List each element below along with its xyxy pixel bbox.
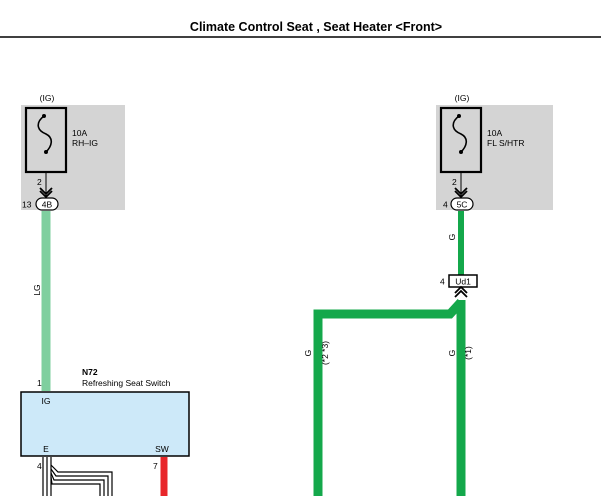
left-fuse-supply-label: (IG) <box>40 93 55 103</box>
component-pin-ig-number: 1 <box>37 378 42 388</box>
junction-connector-pin: 4 <box>440 277 445 287</box>
right-fuse-panel <box>436 105 553 210</box>
wire-lg-label: LG <box>32 284 42 295</box>
left-connector-badge <box>35 197 59 211</box>
left-fuse-icon-dot-top <box>42 114 46 118</box>
right-fuse-icon-dot-top <box>457 114 461 118</box>
left-connector-pin: 13 <box>22 200 32 210</box>
wire-e-strand-7 <box>50 476 101 496</box>
left-fuse-name: RH–IG <box>72 138 98 148</box>
right-fuse-pin-top: 2 <box>452 177 457 187</box>
left-fuse-rating: 10A <box>72 128 87 138</box>
component-pin-e: E <box>43 444 49 454</box>
left-fuse-pin-top: 2 <box>37 177 42 187</box>
junction-chevron-icon <box>454 285 468 294</box>
right-fuse-icon <box>452 115 468 153</box>
wire-g-upper-label: G <box>447 234 457 241</box>
right-fuse-supply-label: (IG) <box>455 93 470 103</box>
junction-connector-name: Ud1 <box>455 277 471 287</box>
component-pin-sw-number: 7 <box>153 461 158 471</box>
wire-g-left-note: (*2 *3) <box>320 341 330 365</box>
wire-g-right-label: G <box>447 350 457 357</box>
component-id: N72 <box>82 367 98 377</box>
component-name: Refreshing Seat Switch <box>82 378 171 388</box>
left-fuse-panel <box>21 105 125 210</box>
junction-chevron-icon-2 <box>454 289 468 298</box>
left-fuse-block: (IG) 10A RH–IG 2 4B 13 <box>21 93 125 211</box>
wire-e-strand-4 <box>50 464 113 496</box>
wire-e-shielded-bundle <box>42 457 113 496</box>
diagram-title: Climate Control Seat , Seat Heater <Fron… <box>190 20 442 34</box>
right-connector-pin: 4 <box>443 200 448 210</box>
right-connector-chevron-icon <box>454 187 468 196</box>
right-fuse-name: FL S/HTR <box>487 138 524 148</box>
component-pin-ig: IG <box>42 396 51 406</box>
right-fuse-block: (IG) 10A FL S/HTR 2 5C 4 <box>436 93 553 211</box>
left-connector-chevron-icon <box>39 187 53 196</box>
right-connector-badge <box>450 197 474 211</box>
right-connector-code: 5C <box>457 200 468 210</box>
left-connector-code: 4B <box>42 200 53 210</box>
right-fuse-icon-dot-bottom <box>459 150 463 154</box>
wire-g-left-label: G <box>303 350 313 357</box>
left-fuse-icon <box>37 115 53 153</box>
wire-e-strand-5 <box>50 468 109 496</box>
right-fuse-rating: 10A <box>487 128 502 138</box>
wire-g-left-branch <box>313 298 465 496</box>
left-fuse-icon-dot-bottom <box>44 150 48 154</box>
component-pin-sw: SW <box>155 444 169 454</box>
wire-g-right-note: (*1) <box>463 346 473 360</box>
junction-connector-ud1 <box>448 274 478 288</box>
left-connector-chevron-icon-2 <box>39 190 53 199</box>
wire-e-strand-6 <box>50 472 105 496</box>
right-connector-chevron-icon-2 <box>454 190 468 199</box>
refreshing-seat-switch-box <box>20 391 190 457</box>
component-pin-e-number: 4 <box>37 461 42 471</box>
